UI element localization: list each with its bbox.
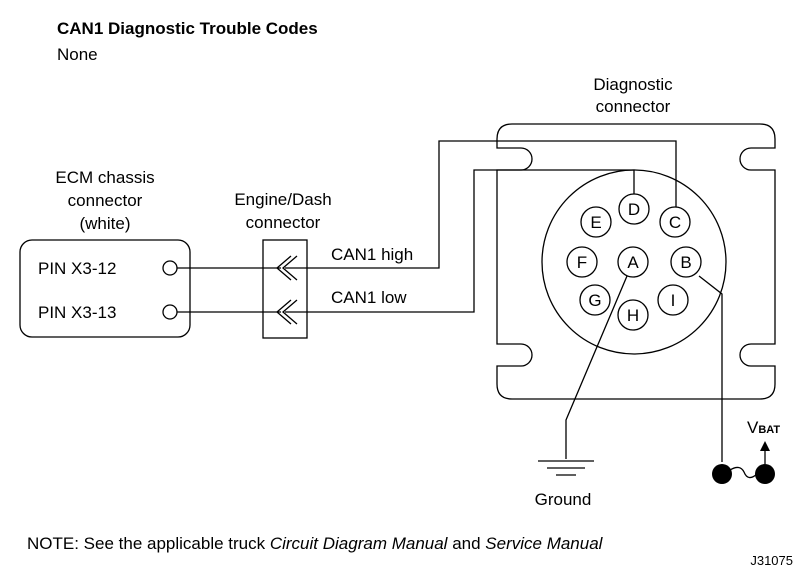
svg-text:G: G: [588, 291, 601, 310]
diag-connector-label-line2: connector: [596, 97, 671, 116]
diagram-title: CAN1 Diagnostic Trouble Codes: [57, 19, 318, 38]
engine-dash-chevron-high: [276, 255, 298, 281]
diag-pin-e: E: [580, 206, 612, 238]
battery-terminal-right: [755, 464, 775, 484]
diag-pin-d: D: [618, 193, 650, 225]
ecm-label-line2: connector: [68, 191, 143, 210]
ground-label: Ground: [535, 490, 592, 509]
engine-dash-connector-box: [262, 239, 308, 339]
svg-text:I: I: [671, 291, 676, 310]
svg-text:C: C: [669, 213, 681, 232]
diag-pin-g: G: [579, 284, 611, 316]
ecm-label-line3: (white): [79, 214, 130, 233]
diag-pin-i: I: [657, 284, 689, 316]
diag-pin-h: H: [617, 299, 649, 331]
ecm-pin-x3-13-label: PIN X3-13: [38, 303, 116, 322]
can-high-label: CAN1 high: [331, 245, 413, 264]
battery-terminal-left: [712, 464, 732, 484]
diag-pin-a: A: [617, 246, 649, 278]
wire-can-low: [285, 169, 635, 313]
diag-pin-c: C: [659, 206, 691, 238]
vbat-arrow-icon: [760, 441, 770, 451]
ecm-pin-x3-12-terminal: [162, 260, 178, 276]
wire-battery: [698, 275, 723, 462]
diagram-subtitle: None: [57, 45, 98, 64]
ecm-connector-box: [19, 239, 191, 338]
svg-text:D: D: [628, 200, 640, 219]
engine-dash-label-line1: Engine/Dash: [234, 190, 331, 209]
wire-ground: [565, 275, 628, 459]
can-low-label: CAN1 low: [331, 288, 407, 307]
wire-can-high: [285, 140, 677, 269]
engine-dash-label-line2: connector: [246, 213, 321, 232]
ground-icon: [538, 460, 594, 476]
svg-text:B: B: [680, 253, 691, 272]
ecm-pin-x3-12-label: PIN X3-12: [38, 259, 116, 278]
svg-text:F: F: [577, 253, 587, 272]
svg-text:A: A: [627, 253, 639, 272]
figure-id: J31075: [750, 553, 793, 568]
vbat-label: VBAT: [747, 418, 780, 437]
diag-connector-label-line1: Diagnostic: [593, 75, 673, 94]
ecm-label-line1: ECM chassis: [55, 168, 154, 187]
engine-dash-chevron-low: [276, 299, 298, 325]
diag-pin-b: B: [670, 246, 702, 278]
svg-text:E: E: [590, 213, 601, 232]
svg-text:H: H: [627, 306, 639, 325]
note-text: NOTE: See the applicable truck Circuit D…: [27, 534, 604, 553]
diag-pin-f: F: [566, 246, 598, 278]
battery-link: [729, 466, 758, 479]
ecm-pin-x3-13-terminal: [162, 304, 178, 320]
